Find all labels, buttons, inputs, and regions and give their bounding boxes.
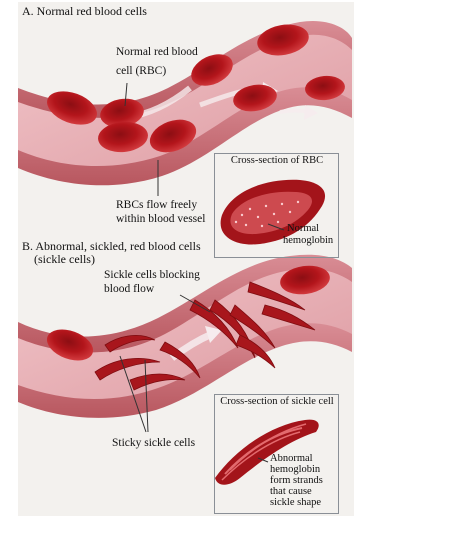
flow-label-line2: within blood vessel: [116, 213, 206, 225]
normal-hemoglobin-line1: Normal: [287, 223, 320, 234]
abnormal-hemoglobin-line2: hemoglobin: [270, 464, 321, 475]
abnormal-hemoglobin-line5: sickle shape: [270, 497, 322, 508]
blocking-label: Sickle cells blocking blood flow: [104, 268, 200, 296]
abnormal-hemoglobin-line3: form strands: [270, 475, 323, 486]
flow-label: RBCs flow freely within blood vessel: [116, 198, 205, 226]
normal-rbc: [46, 329, 94, 361]
sickle-cell: [94, 357, 161, 381]
normal-rbc: [191, 54, 233, 86]
sickle-cell: [247, 281, 306, 311]
sickle-cross-section-illustration: [215, 419, 319, 485]
normal-hemoglobin-label: Normal hemoglobin: [283, 223, 333, 247]
sticky-sickle-label: Sticky sickle cells: [112, 437, 196, 449]
sickle-cell: [229, 304, 276, 349]
rbc-label-line1: Normal red blood: [116, 46, 198, 58]
panel-b-title-line2: (sickle cells): [34, 252, 95, 266]
sickle-cell: [261, 304, 316, 331]
rbc-label: Normal red blood cell (RBC): [116, 45, 198, 78]
sickle-cell: [235, 334, 276, 369]
normal-rbc: [149, 119, 197, 153]
normal-rbc: [98, 121, 148, 153]
normal-rbc: [233, 84, 277, 112]
sickle-cell: [189, 299, 239, 349]
normal-rbc: [280, 265, 330, 295]
normal-rbc-group: [47, 24, 345, 153]
rbc-cross-section-box: [214, 153, 339, 258]
abnormal-hemoglobin-line4: that cause: [270, 486, 312, 497]
rbc-label-line2: cell (RBC): [116, 65, 167, 77]
sickle-cell-group: [46, 265, 330, 391]
sickle-cross-section-box: [214, 394, 339, 514]
sickle-cell: [159, 341, 201, 379]
normal-rbc: [47, 91, 97, 125]
rbc-leader-line: [124, 82, 128, 107]
sticky-leader-line-b: [119, 355, 147, 433]
panel-b-title-line1: B. Abnormal, sickled, red blood cells: [22, 239, 201, 253]
rbc-cross-section-illustration: [220, 179, 326, 245]
rbc-cross-section-title: Cross-section of RBC: [230, 155, 324, 166]
panel-b-title: B. Abnormal, sickled, red blood cells (s…: [22, 240, 201, 266]
normal-rbc: [100, 98, 144, 128]
abnormal-hemoglobin-line1: Abnormal: [270, 453, 313, 464]
blocking-label-line1: Sickle cells blocking: [104, 269, 200, 281]
normal-rbc: [257, 24, 309, 56]
normal-hemoglobin-line2: hemoglobin: [283, 235, 334, 246]
abnormal-hemoglobin-label: Abnormal hemoglobin form strands that ca…: [270, 453, 323, 508]
sickle-cell: [104, 335, 156, 353]
flow-label-line1: RBCs flow freely: [116, 199, 198, 211]
normal-rbc: [305, 75, 345, 101]
blocking-label-line2: blood flow: [104, 283, 155, 295]
blocking-leader-line: [179, 294, 211, 313]
panel-a-title: A. Normal red blood cells: [22, 4, 147, 18]
sickle-cell: [129, 373, 186, 391]
sticky-leader-line-a: [144, 359, 149, 433]
sickle-cross-section-title: Cross-section of sickle cell: [220, 396, 334, 407]
